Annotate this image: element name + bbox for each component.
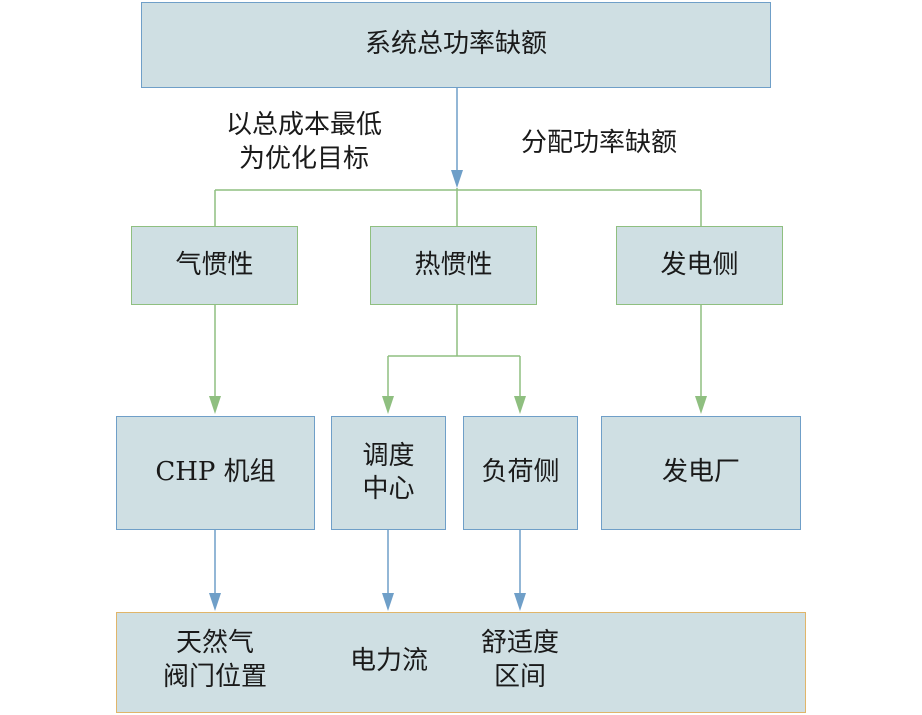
chp-unit-label: CHP 机组 bbox=[155, 457, 276, 488]
gas-inertia-label: 气惯性 bbox=[175, 249, 254, 280]
objective-annotation: 以总成本最低 为优化目标 bbox=[225, 110, 382, 174]
outputs-box bbox=[116, 612, 806, 713]
heat-inertia-label: 热惯性 bbox=[414, 249, 493, 280]
generation-side-box: 发电侧 bbox=[616, 226, 783, 305]
arrowhead-bottom-2 bbox=[382, 593, 394, 611]
power-plant-box: 发电厂 bbox=[601, 416, 801, 530]
load-side-box: 负荷侧 bbox=[463, 416, 578, 530]
arrowhead-load bbox=[514, 396, 526, 414]
heat-inertia-box: 热惯性 bbox=[370, 226, 537, 305]
arrowhead-dispatch bbox=[382, 396, 394, 414]
arrowhead-top bbox=[451, 170, 463, 188]
total-power-deficit-box: 系统总功率缺额 bbox=[141, 2, 771, 88]
power-plant-label: 发电厂 bbox=[661, 457, 740, 488]
generation-side-label: 发电侧 bbox=[660, 249, 739, 280]
arrowhead-chp bbox=[209, 396, 221, 414]
total-power-deficit-label: 系统总功率缺额 bbox=[364, 29, 547, 60]
arrowhead-bottom-3 bbox=[514, 593, 526, 611]
power-flow-label: 电力流 bbox=[349, 646, 428, 676]
gas-inertia-box: 气惯性 bbox=[131, 226, 298, 305]
arrowhead-plant bbox=[695, 396, 707, 414]
allocate-annotation: 分配功率缺额 bbox=[520, 128, 677, 158]
chp-unit-box: CHP 机组 bbox=[116, 416, 315, 530]
load-side-label: 负荷侧 bbox=[481, 457, 560, 488]
gas-valve-position-label: 天然气 阀门位置 bbox=[162, 628, 267, 692]
arrowhead-bottom-1 bbox=[209, 593, 221, 611]
comfort-range-label: 舒适度 区间 bbox=[480, 628, 559, 692]
dispatch-center-label: 调度 中心 bbox=[362, 440, 415, 504]
dispatch-center-box: 调度 中心 bbox=[331, 416, 446, 530]
